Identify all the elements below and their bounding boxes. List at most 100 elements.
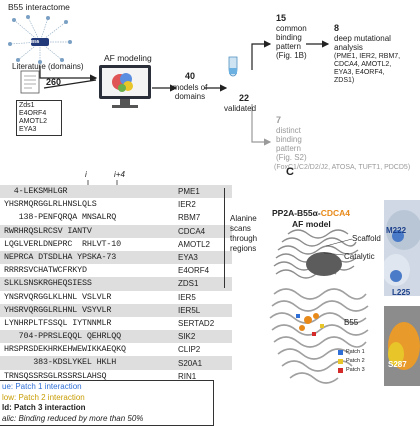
tube-icon [228,56,238,77]
hub-label: B55 [31,39,40,44]
patch2-label: Patch 2 [346,358,365,364]
zoom-inset-bottom [384,306,420,386]
protein-name: SERTAD2 [178,319,215,329]
panel-letter-c: C [286,166,294,178]
literature-protein: EYA3 [19,126,37,133]
sequence-row: TRNSQSSRSGLRSSRSLAHSQ [4,370,107,381]
literature-protein: AMOTL2 [19,118,48,125]
deep-label: analysis [334,43,363,52]
validated-label: validated [224,104,257,113]
bracket-label: through [230,234,258,243]
protein-name: CLIP2 [178,345,201,355]
sequence-row: YHSRVQRGGLRLHNL VSYVLR [0,303,232,317]
distinct-proteins: (FoxC1/C2/D2/J2, ATOSA, TUFT1, PDCD5) [274,164,411,171]
patch-legend-item: Patch 3 [338,366,378,375]
patch2-swatch [338,359,343,364]
legend-reduced: alic: Binding reduced by more than 50% [2,413,144,423]
network-icon [8,15,72,64]
distinct-label: binding [276,135,302,144]
computer-icon [99,65,151,108]
protein-name-column: PME1 IER2 RBM7 CDCA4 AMOTL2 EYA3 E4ORF4 … [178,185,230,383]
flow-arrows [39,40,330,146]
sequence-row: HRSPRSDEKHRKEHWEWIKKAEQKQ [4,344,126,355]
residue-label: M222 [386,226,407,235]
protein-name: SIK2 [178,332,196,342]
bracket-label: scans [230,224,251,233]
sequence-row: LYNHRPLTFSSQL IYTNNMLR [4,317,112,328]
common-label: (Fig. 1B) [276,51,307,60]
protein-name: IER5 [178,292,196,302]
distinct-count: 7 [276,115,282,125]
bracket-label: regions [230,244,257,253]
deep-label: deep mutational [334,34,391,43]
sequence-row: YHSRMQRGGLRLHNSLQLS [4,199,97,210]
patch-legend-item: Patch 1 [338,348,378,357]
sequence-row: 138-PENFQRQA MNSALRQ [4,212,117,223]
sequence-row: YNSRVQRGGLKLHNL VSLVLR [4,291,112,302]
sequence-row: 704-PPRSLEQQL QEHRLQQ [0,330,232,344]
literature-protein: E4ORF4 [19,110,47,117]
distinct-label: distinct [276,126,301,135]
position-i-label: i [85,170,87,179]
common-label: binding [276,33,302,42]
label-leaders [323,238,353,256]
common-label: common [276,24,307,33]
residue-label: S287 [388,360,407,369]
deep-protein: (PME1, IER2, RBM7, [334,53,401,60]
count-260: 260 [46,77,62,87]
model-subtitle: AF model [292,219,331,229]
alignment-legend: ue: Patch 1 interaction low: Patch 2 int… [0,380,214,426]
bracket-label: Alanine [230,214,257,223]
residue-label: L225 [392,288,411,297]
sequence-row: RRRRSVCHATWCFRKYD [4,265,87,276]
patch3-swatch [338,368,343,373]
sequence-row: 4-LEKSMHLGR [0,185,232,199]
sequence-block: 4-LEKSMHLGR YHSRMQRGGLRLHNSLQLS 138-PENF… [0,185,232,383]
protein-name: E4ORF4 [178,266,210,276]
af-label: AF modeling [104,53,152,63]
distinct-label: pattern [276,144,301,153]
protein-structure-image [269,229,369,384]
patch1-swatch [338,350,343,355]
patch-legend: Patch 1 Patch 2 Patch 3 [338,348,378,375]
protein-name: IER2 [178,200,196,210]
common-label: pattern [276,42,301,51]
zoom-inset-top [384,200,420,296]
interactome-title: B55 interactome [8,2,70,12]
literature-protein: Zds1 [19,102,35,109]
common-count: 15 [276,13,287,23]
sequence-row: SLKLSNSKRGHEQSIESS [0,277,232,291]
legend-patch3: ld: Patch 3 interaction [2,403,86,412]
document-icon [20,70,40,94]
scaffold-label: Scaffold [352,234,381,243]
model-title: PP2A-B55α-CDCA4 [272,208,350,218]
legend-patch2: low: Patch 2 interaction [2,392,85,402]
b55-label: B55 [344,318,359,327]
protein-name: RBM7 [178,213,201,223]
sequence-row: NEPRCA DTSDLHA YPSKA-73 [0,250,232,265]
distinct-label: (Fig. S2) [276,153,307,162]
count-40: 40 [184,71,195,81]
sequence-row: 383-KDSLYKEL HKLH [0,356,232,370]
protein-name: PME1 [178,187,200,196]
patch1-label: Patch 1 [346,349,365,355]
count-22: 22 [238,93,249,103]
legend-patch1: ue: Patch 1 interaction [2,382,82,391]
literature-protein-box: Zds1 E4ORF4 AMOTL2 EYA3 [16,100,62,136]
catalytic-label: Catalytic [344,252,375,261]
protein-name: ZDS1 [178,279,199,289]
sequence-row: LQGLVERLDNEPRC RHLVT-10 [4,238,122,249]
protein-name: IER5L [178,305,201,315]
position-i4-label: i+4 [114,170,125,179]
scan-bracket [224,188,225,288]
models-label: models of domains [172,83,208,101]
protein-name: RIN1 [178,371,197,381]
protein-name: EYA3 [178,253,198,263]
sequence-row: RWRHRQSLRCSV IANTV [0,224,232,238]
deep-protein: EYA3, E4ORF4, [334,69,385,76]
patch3-label: Patch 3 [346,367,365,373]
literature-label: Literature (domains) [12,62,84,71]
deep-protein: CDCA4, AMOTL2, [334,61,392,68]
protein-name: S20A1 [178,358,203,368]
patch-legend-item: Patch 2 [338,357,378,366]
